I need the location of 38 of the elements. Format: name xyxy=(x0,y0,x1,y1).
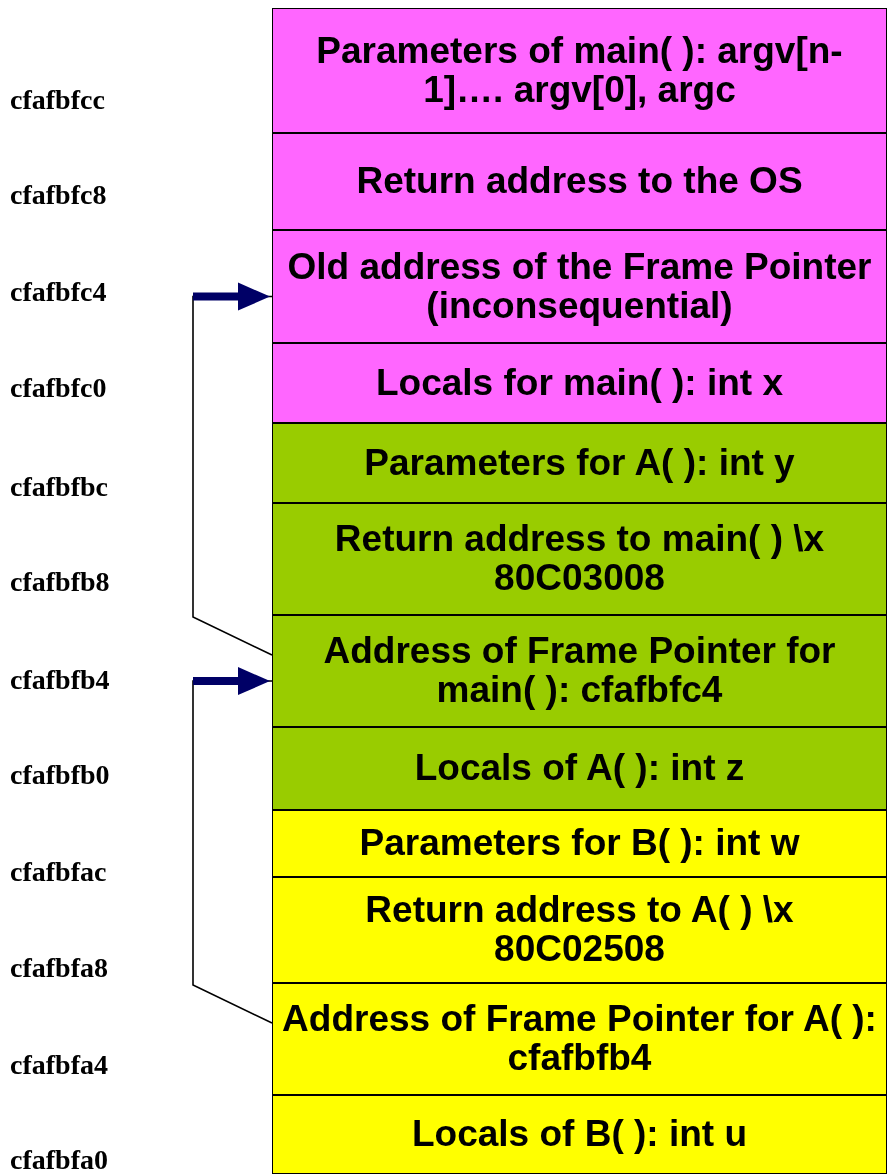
slot-text: Locals of B( ): int u xyxy=(411,1115,748,1154)
memory-address: cfafbfb4 xyxy=(10,664,110,696)
stack-frame-slot xyxy=(272,230,887,343)
slot-text: Parameters for A( ): int y xyxy=(363,443,796,483)
memory-address: cfafbfa4 xyxy=(10,1049,108,1081)
slot-text: Return address to main( ) \x 80C03008 xyxy=(333,520,826,598)
slot-text: Parameters for B( ): int w xyxy=(358,824,801,863)
slot-text: Return address to the OS xyxy=(355,162,804,201)
memory-address: cfafbfc8 xyxy=(10,179,107,211)
slot-text: Return address to A( ) \x 80C02508 xyxy=(364,891,795,969)
stack-frame-slot xyxy=(272,615,887,727)
memory-address: cfafbfc0 xyxy=(10,372,107,404)
pointer-arrow xyxy=(192,282,273,656)
slot-text: Old address of the Frame Pointer (inconsequential) xyxy=(286,247,873,326)
slot-text: Parameters of main( ): argv[n-1]…. argv[0], argc xyxy=(315,31,844,110)
stack-frame-slot xyxy=(272,503,887,615)
stack-frame-slot xyxy=(272,343,887,423)
memory-address: cfafbfcc xyxy=(10,84,105,116)
stack-frame-slot xyxy=(272,983,887,1095)
slot-text: Locals for main( ): int x xyxy=(374,363,784,403)
stack-frame-slot xyxy=(272,423,887,503)
slot-text: Address of Frame Pointer for A( ): cfafbfb4 xyxy=(281,1000,878,1078)
memory-address: cfafbfa0 xyxy=(10,1144,108,1175)
memory-address: cfafbfa8 xyxy=(10,952,108,984)
stack-frame-slot xyxy=(272,133,887,230)
memory-address: cfafbfc4 xyxy=(10,276,107,308)
slot-text: Locals of A( ): int z xyxy=(413,749,746,788)
stack-frame-slot xyxy=(272,810,887,877)
memory-address: cfafbfb8 xyxy=(10,566,110,598)
memory-address: cfafbfac xyxy=(10,856,107,888)
memory-address: cfafbfb0 xyxy=(10,759,110,791)
stack-frame-slot xyxy=(272,1095,887,1174)
pointer-arrow xyxy=(192,667,273,1024)
memory-address: cfafbfbc xyxy=(10,471,108,503)
stack-frame-slot xyxy=(272,727,887,810)
slot-text: Address of Frame Pointer for main( ): cfafbfc4 xyxy=(322,632,837,710)
stack-frame-slot xyxy=(272,877,887,983)
stack-frame-slot xyxy=(272,8,887,133)
